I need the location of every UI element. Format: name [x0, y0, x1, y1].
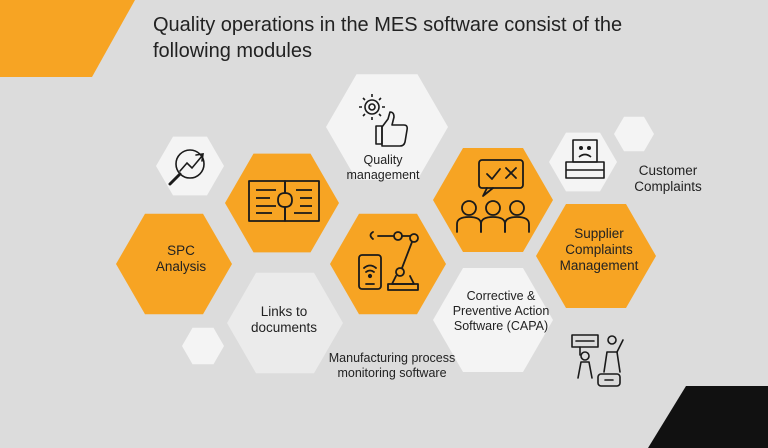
- label-capa: Corrective & Preventive Action Software …: [452, 289, 550, 333]
- magnifier-chart-icon: [168, 149, 205, 186]
- corner-accent-orange: [0, 0, 135, 77]
- hex-spc-analysis: [116, 213, 232, 315]
- label-supplier-complaints: Supplier Complaints Management: [559, 226, 639, 273]
- hex-puzzle-documents: [225, 153, 339, 253]
- hex-capa: [433, 268, 553, 372]
- team-chat-icon: [456, 159, 530, 233]
- label-links-to-documents: Links to documents: [250, 304, 318, 335]
- hex-supplier-complaints: [536, 204, 656, 308]
- hex-small-decor-top: [614, 116, 654, 152]
- puzzle-documents-icon: [248, 180, 320, 222]
- hex-small-decor-bottom: [182, 327, 224, 365]
- page-title: Quality operations in the MES software c…: [153, 14, 623, 62]
- hex-links-documents: [227, 272, 343, 374]
- hex-robot-monitoring: [330, 213, 446, 315]
- label-process-monitoring: Manufacturing process monitoring softwar…: [328, 351, 456, 380]
- label-spc-analysis: SPC Analysis: [155, 243, 207, 274]
- label-customer-complaints: Customer Complaints: [634, 163, 702, 194]
- corner-accent-dark: [648, 386, 768, 448]
- label-quality-management: Quality management: [346, 153, 420, 182]
- robot-arm-tablet-icon: [358, 231, 419, 291]
- complaint-people-icon: [571, 334, 624, 387]
- hex-team-chat: [433, 148, 553, 252]
- gear-thumbs-up-icon: [359, 94, 408, 147]
- hex-quality-management: [326, 74, 448, 180]
- ballot-box-icon: [565, 139, 605, 179]
